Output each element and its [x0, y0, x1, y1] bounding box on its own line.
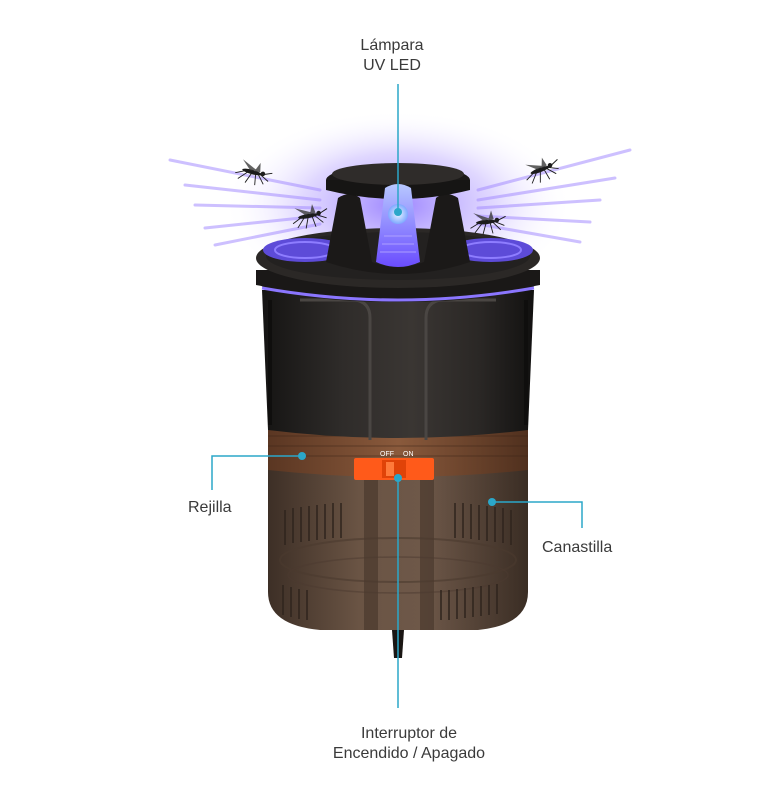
callout-leaders	[211, 84, 583, 708]
leader-basket	[492, 501, 583, 528]
grid-band	[268, 426, 528, 477]
trap-body	[262, 290, 534, 440]
switch-label-line2: Encendido / Apagado	[332, 745, 486, 762]
leader-grid-dot	[298, 452, 306, 460]
switch-on-label: ON	[403, 451, 414, 458]
uv-lamp-label-line1: Lámpara	[360, 37, 424, 54]
uv-lamp-label-line2: UV LED	[363, 57, 421, 74]
uv-lamp-label: Lámpara UV LED	[332, 36, 452, 76]
switch-off-label: OFF	[380, 451, 394, 458]
power-switch[interactable]: OFF ON	[354, 451, 434, 480]
leader-grid	[211, 455, 300, 490]
switch-label: Interruptor de Encendido / Apagado	[299, 724, 519, 764]
leader-switch-dot	[394, 474, 402, 482]
grid-label: Rejilla	[188, 499, 232, 516]
basket-label: Canastilla	[542, 539, 613, 556]
leader-uv-lamp-dot	[394, 208, 402, 216]
switch-label-line1: Interruptor de	[360, 725, 458, 742]
leader-basket-dot	[488, 498, 496, 506]
